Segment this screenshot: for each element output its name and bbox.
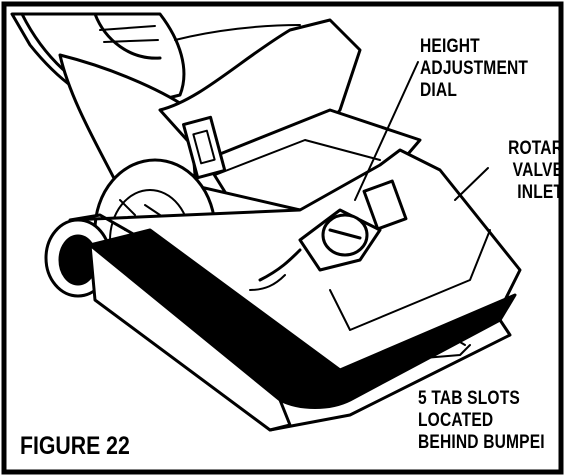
callout-rotary-line1: ROTAR [507, 138, 563, 159]
callout-height-line1: HEIGHT [420, 36, 480, 57]
tab-slot-guides [349, 329, 471, 401]
handle-slot [181, 115, 227, 180]
front-bumper [88, 228, 517, 409]
figure-caption: FIGURE 22 [20, 432, 130, 460]
callout-tab-line3: BEHIND BUMPEI [418, 432, 545, 453]
callout-tab-line1: 5 TAB SLOTS [418, 388, 520, 409]
callout-height-dial: HEIGHT ADJUSTMENT DIAL [420, 36, 528, 102]
leader-rotary-valve [454, 167, 489, 201]
callout-height-line2: ADJUSTMENT [420, 58, 529, 79]
callout-tab-slots: 5 TAB SLOTS LOCATED BEHIND BUMPEI [418, 388, 545, 454]
callout-tab-line2: LOCATED [418, 410, 494, 431]
callout-rotary-valve: ROTAR VALVE INLET [508, 138, 563, 204]
callout-rotary-line2: VALVE [512, 160, 563, 181]
vacuum-drawing [10, 12, 522, 432]
callout-height-line3: DIAL [420, 80, 458, 101]
leader-height-dial [354, 61, 419, 201]
callout-rotary-line3: INLET [517, 182, 563, 203]
